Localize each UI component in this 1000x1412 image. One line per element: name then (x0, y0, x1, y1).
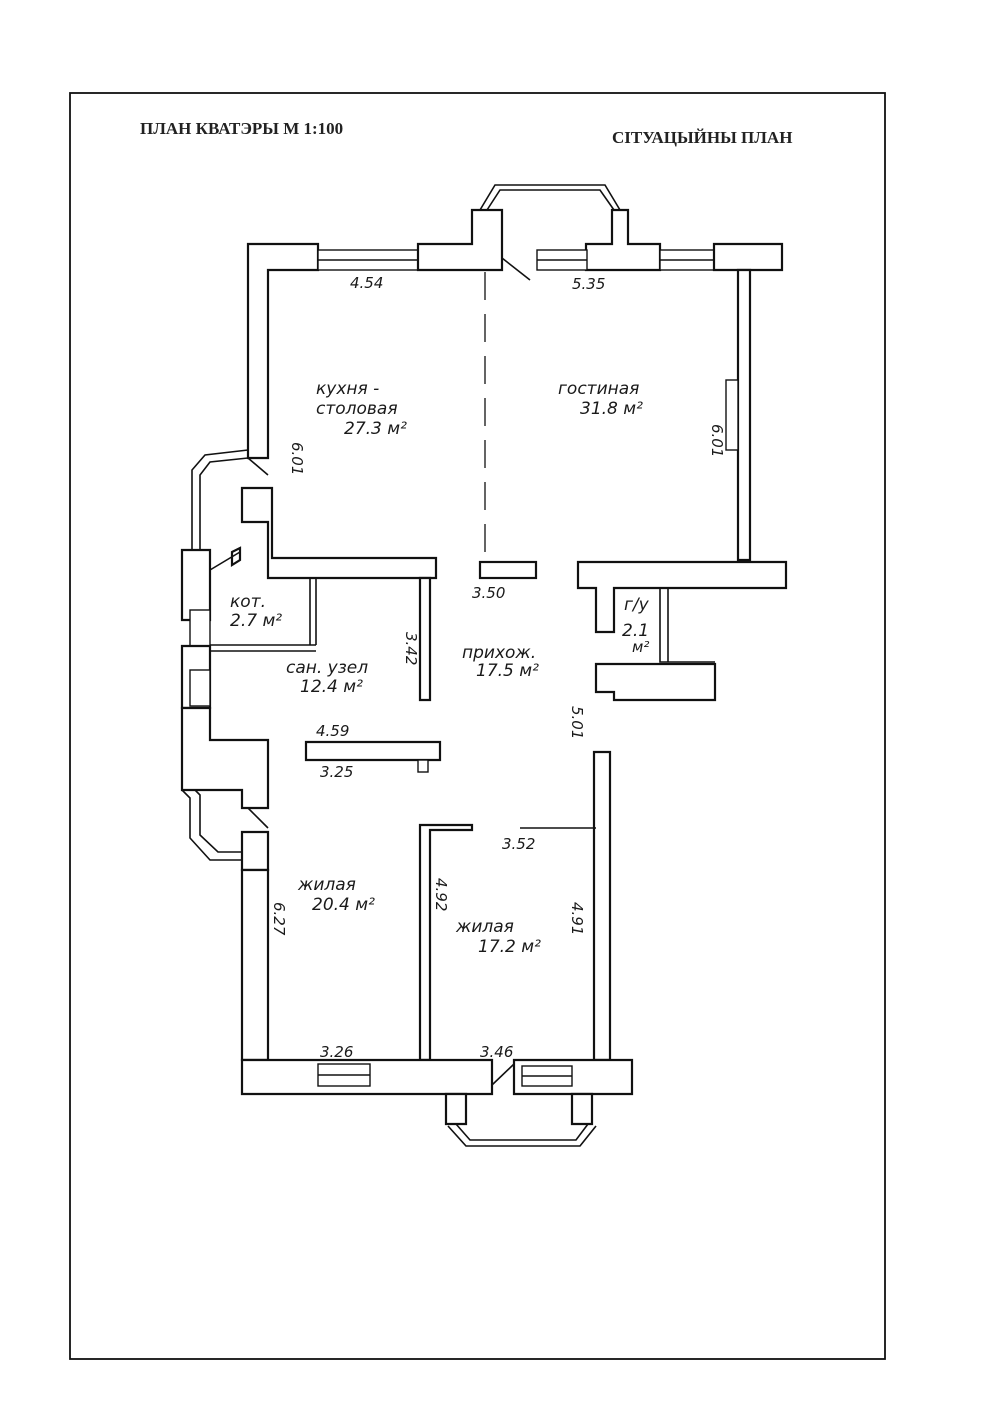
bedroom2-area: 17.2 м² (478, 937, 541, 957)
dim-bedroom2-bottom: 3.46 (480, 1043, 513, 1061)
room-labels: кухня - столовая 27.3 м² гостиная 31.8 м… (230, 379, 650, 957)
dim-kitchen-width: 4.54 (350, 274, 383, 292)
dim-kitchen-depth: 6.01 (288, 442, 306, 475)
dim-partition-depth: 4.92 (432, 878, 450, 911)
walls (180, 184, 788, 1147)
kitchen-area: 27.3 м² (344, 419, 407, 439)
wardrobe-label: г/у (624, 595, 650, 615)
wardrobe-unit: м² (632, 638, 649, 656)
hall-label: прихож. (462, 643, 536, 663)
situational-plan-title: СІТУАЦЫЙНЫ ПЛАН (612, 128, 792, 147)
wardrobe-area: 2.1 (622, 621, 649, 641)
hall-area: 17.5 м² (476, 661, 539, 681)
dim-living-depth: 6.01 (708, 424, 726, 457)
plan-title: ПЛАН КВАТЭРЫ М 1:100 (140, 119, 343, 138)
dim-bath-depth: 3.42 (402, 632, 420, 665)
boiler-area: 2.7 м² (230, 611, 282, 631)
dim-living-width: 5.35 (572, 275, 605, 293)
living-label: гостиная (558, 379, 639, 399)
dim-bedroom1-width: 3.26 (320, 1043, 353, 1061)
bathroom-label: сан. узел (286, 658, 368, 678)
kitchen-label-2: столовая (316, 399, 398, 419)
dim-bedroom1-depth: 6.27 (270, 902, 288, 936)
bedroom2-label: жилая (455, 917, 514, 937)
boiler-label: кот. (230, 592, 266, 612)
dim-bath-top: 4.59 (316, 722, 349, 740)
dim-hall-width: 3.50 (472, 584, 505, 602)
dim-bedroom2-depth: 4.91 (568, 902, 586, 935)
page-frame (69, 92, 886, 1360)
living-area: 31.8 м² (580, 399, 643, 419)
dim-bath-bottom: 3.25 (320, 763, 353, 781)
kitchen-label: кухня - (316, 379, 379, 399)
dimension-labels: 4.54 5.35 6.01 6.01 3.50 3.42 4.59 3.25 … (270, 274, 726, 1061)
bedroom1-label: жилая (297, 875, 356, 895)
bedroom1-area: 20.4 м² (312, 895, 375, 915)
dim-bedroom2-width: 3.52 (502, 835, 535, 853)
dim-hall-depth: 5.01 (568, 706, 586, 739)
bathroom-area: 12.4 м² (300, 677, 363, 697)
